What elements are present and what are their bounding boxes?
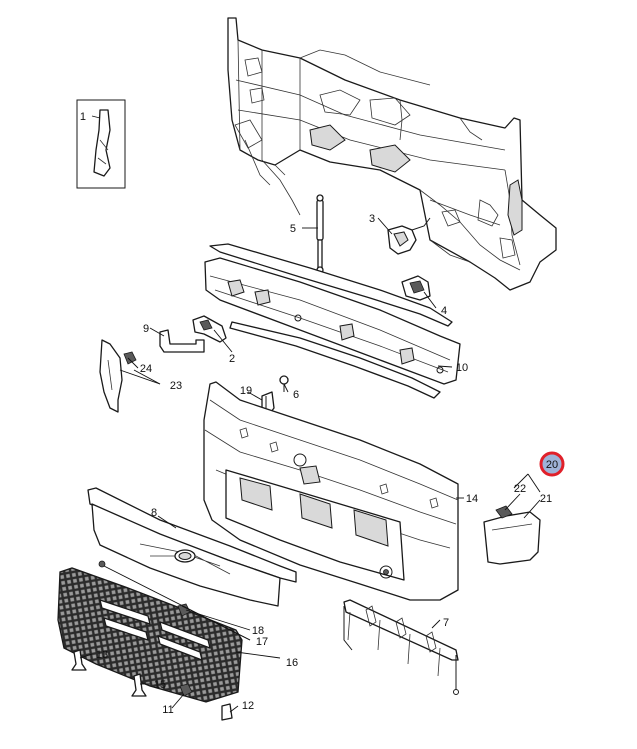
part-12-fastener <box>221 703 233 721</box>
part-17-clip <box>177 603 191 617</box>
callout-17[interactable]: 17 <box>256 636 268 648</box>
part-24-clip <box>123 351 137 365</box>
callout-2[interactable]: 2 <box>229 353 235 365</box>
part-11-fastener <box>179 683 193 697</box>
callout-9[interactable]: 9 <box>143 323 149 335</box>
callout-10[interactable]: 10 <box>456 362 468 374</box>
callout-23[interactable]: 23 <box>170 380 182 392</box>
callout-12[interactable]: 12 <box>242 700 254 712</box>
callout-8[interactable]: 8 <box>151 507 157 519</box>
part-6-fastener <box>279 375 289 392</box>
hood-top-trim <box>209 243 453 327</box>
callout-18[interactable]: 18 <box>252 625 264 637</box>
callout-16[interactable]: 16 <box>286 657 298 669</box>
part-13-fastener <box>71 649 87 671</box>
part-1-strap <box>76 99 126 189</box>
callout-15[interactable]: 15 <box>154 679 166 691</box>
part-8-grille-trim <box>87 487 297 607</box>
callout-4[interactable]: 4 <box>441 305 447 317</box>
callout-labels: 1 2 3 4 5 6 7 8 9 10 11 12 13 14 15 16 1… <box>80 111 558 716</box>
leader-lines <box>79 115 541 713</box>
callout-21[interactable]: 21 <box>540 493 552 505</box>
part-2-bracket <box>192 315 227 343</box>
part-18-fastener <box>98 560 106 568</box>
highlight-ring <box>539 451 565 477</box>
part-16-mesh-grille <box>57 567 243 703</box>
part-5-strut <box>316 194 324 274</box>
part-15-fastener <box>131 673 147 697</box>
part-14-grille-housing <box>203 381 459 601</box>
callout-1[interactable]: 1 <box>80 111 86 123</box>
part-7-lower-bracket <box>343 599 459 695</box>
cab-front-frame <box>227 17 557 291</box>
part-9-handle <box>159 329 205 353</box>
part-4-latch <box>401 275 431 301</box>
part-3-latch <box>387 217 431 255</box>
part-21-right-panel <box>483 511 541 565</box>
callout-13[interactable]: 13 <box>96 649 108 661</box>
callout-11[interactable]: 11 <box>162 704 173 716</box>
callout-20[interactable]: 20 <box>546 459 558 471</box>
part-10-upper-support <box>204 257 461 399</box>
callout-6[interactable]: 6 <box>293 389 299 401</box>
callout-19[interactable]: 19 <box>240 385 252 397</box>
callout-7[interactable]: 7 <box>443 617 449 629</box>
callout-20-highlight[interactable] <box>539 451 565 477</box>
callout-14[interactable]: 14 <box>466 493 478 505</box>
part-23-left-panel <box>99 339 123 413</box>
callout-3[interactable]: 3 <box>369 213 375 225</box>
callout-22[interactable]: 22 <box>514 483 526 495</box>
callout-5[interactable]: 5 <box>290 223 296 235</box>
part-22-clip <box>495 505 513 519</box>
callout-24[interactable]: 24 <box>140 363 152 375</box>
